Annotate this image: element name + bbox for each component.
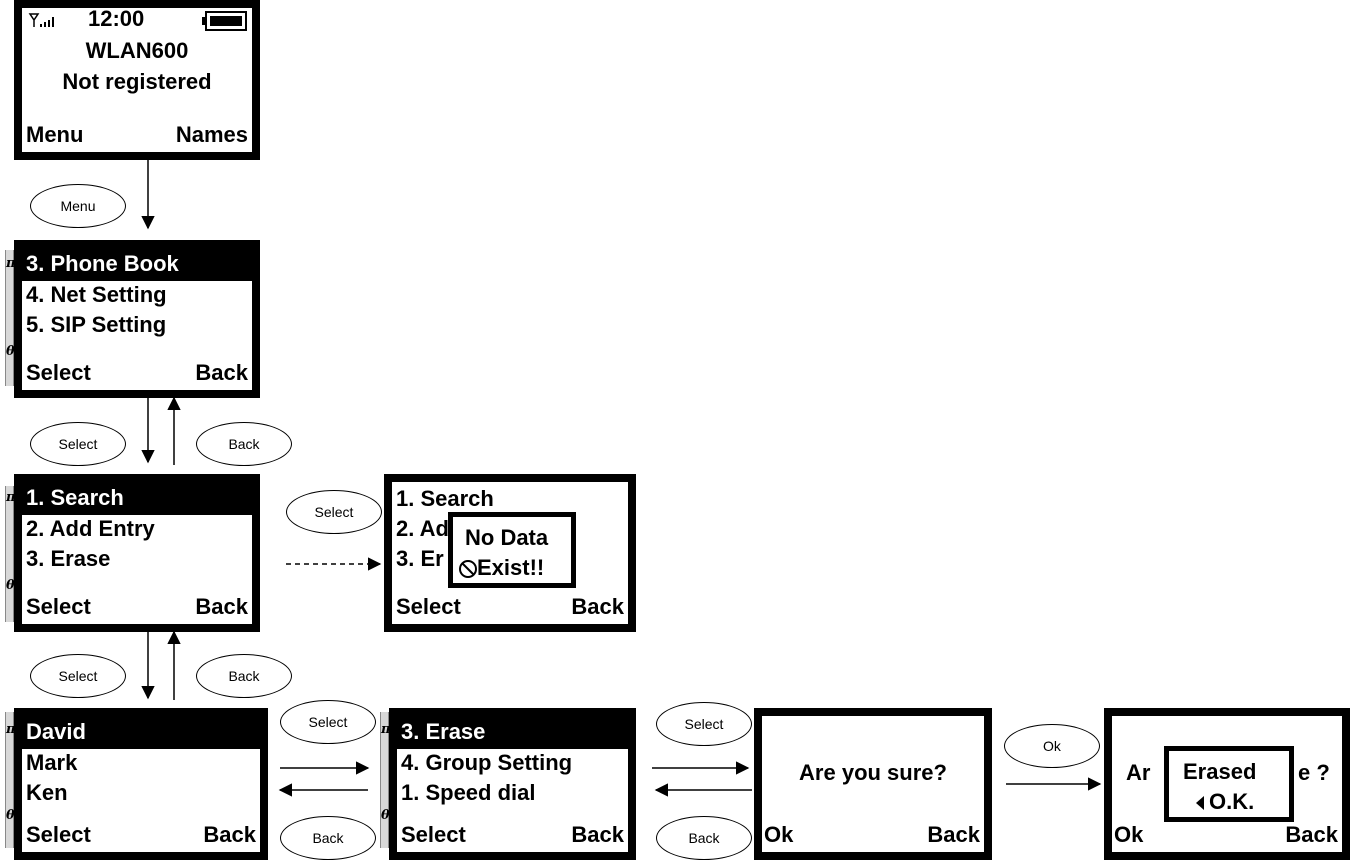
popup-line-2: Exist!! (477, 555, 545, 580)
key-select[interactable]: Select (30, 654, 126, 698)
nodata-item-add: 2. Ad (396, 516, 449, 541)
names-highlight[interactable]: David (22, 716, 260, 749)
key-select[interactable]: Select (280, 700, 376, 744)
softkey-select[interactable]: Select (26, 594, 91, 619)
key-select[interactable]: Select (656, 702, 752, 746)
softkey-select[interactable]: Select (26, 822, 91, 847)
prohibited-icon (459, 560, 477, 578)
key-back[interactable]: Back (280, 816, 376, 860)
scroll-down-icon: θ (6, 344, 15, 359)
key-back[interactable]: Back (196, 654, 292, 698)
name-ken[interactable]: Ken (26, 780, 68, 805)
menu-highlight[interactable]: 3. Phone Book (22, 248, 252, 281)
erased-popup: Erased O.K. (1164, 746, 1294, 822)
phonebook-item-erase[interactable]: 3. Erase (26, 546, 111, 571)
softkey-ok[interactable]: Ok (764, 822, 794, 847)
confirm-screen: Are you sure? Ok Back (754, 708, 992, 860)
phonebook-screen: 1. Search 2. Add Entry 3. Erase Select B… (14, 474, 260, 632)
key-select[interactable]: Select (286, 490, 382, 534)
scrollbar-phonebook[interactable] (5, 486, 14, 622)
phonebook-item-add-entry[interactable]: 2. Add Entry (26, 516, 155, 541)
phonebook-item-search: 1. Search (26, 485, 124, 510)
popup-line-1: No Data (465, 525, 549, 550)
key-ok[interactable]: Ok (1004, 724, 1100, 768)
menu-screen: 3. Phone Book 4. Net Setting 5. SIP Sett… (14, 240, 260, 398)
name-david: David (26, 719, 86, 744)
idle-screen: 12:00 WLAN600 Not registered Menu Names (14, 0, 260, 160)
softkey-menu[interactable]: Menu (26, 122, 84, 147)
name-mark[interactable]: Mark (26, 750, 78, 775)
clock: 12:00 (88, 6, 145, 31)
softkey-back[interactable]: Back (927, 822, 980, 847)
no-data-popup: No Data Exist!! (448, 512, 576, 588)
scroll-up-icon: π (381, 722, 391, 737)
option-group-setting[interactable]: 4. Group Setting (401, 750, 573, 775)
option-erase: 3. Erase (401, 719, 486, 744)
options-highlight[interactable]: 3. Erase (397, 716, 628, 749)
scroll-up-icon: π (6, 490, 16, 505)
menu-item-phone-book: 3. Phone Book (26, 251, 179, 276)
scrollbar-options[interactable] (380, 712, 389, 848)
popup-line-2: O.K. (1209, 789, 1255, 814)
scroll-up-icon: π (6, 256, 16, 271)
softkey-select[interactable]: Select (401, 822, 466, 847)
softkey-names[interactable]: Names (175, 122, 248, 147)
scroll-down-icon: θ (6, 578, 15, 593)
nodata-screen: 1. Search 2. Ad 3. Er No Data Exist!! Se… (384, 474, 636, 632)
battery-icon (202, 11, 247, 31)
menu-item-sip-setting[interactable]: 5. SIP Setting (26, 312, 167, 337)
registration-status: Not registered (62, 69, 212, 94)
erased-bg-text-left: Ar (1126, 760, 1151, 785)
softkey-ok[interactable]: Ok (1114, 822, 1144, 847)
confirm-question: Are you sure? (799, 760, 947, 785)
softkey-select[interactable]: Select (26, 360, 91, 385)
scrollbar-names[interactable] (5, 712, 14, 848)
softkey-back[interactable]: Back (571, 822, 624, 847)
softkey-back[interactable]: Back (1285, 822, 1338, 847)
scroll-up-icon: π (6, 722, 16, 737)
key-menu[interactable]: Menu (30, 184, 126, 228)
left-triangle-icon (1196, 796, 1204, 810)
menu-item-net-setting[interactable]: 4. Net Setting (26, 282, 167, 307)
softkey-back[interactable]: Back (195, 594, 248, 619)
popup-line-1: Erased (1183, 759, 1257, 784)
model-name: WLAN600 (85, 38, 189, 63)
scrollbar-menu[interactable] (5, 250, 14, 386)
scroll-down-icon: θ (6, 808, 15, 823)
softkey-select[interactable]: Select (396, 594, 461, 619)
erased-screen: Ar e ? Ok Back Erased O.K. (1104, 708, 1350, 860)
scroll-down-icon: θ (381, 808, 390, 823)
nodata-item-search: 1. Search (396, 486, 494, 511)
erased-bg-text-right: e ? (1298, 760, 1330, 785)
names-screen: David Mark Ken Select Back (14, 708, 268, 860)
option-speed-dial[interactable]: 1. Speed dial (401, 780, 536, 805)
key-back[interactable]: Back (656, 816, 752, 860)
key-back[interactable]: Back (196, 422, 292, 466)
softkey-back[interactable]: Back (195, 360, 248, 385)
softkey-back[interactable]: Back (571, 594, 624, 619)
signal-icon (28, 13, 54, 27)
phonebook-highlight[interactable]: 1. Search (22, 482, 252, 515)
options-screen: 3. Erase 4. Group Setting 1. Speed dial … (389, 708, 636, 860)
key-select[interactable]: Select (30, 422, 126, 466)
softkey-back[interactable]: Back (203, 822, 256, 847)
nodata-item-erase: 3. Er (396, 546, 444, 571)
